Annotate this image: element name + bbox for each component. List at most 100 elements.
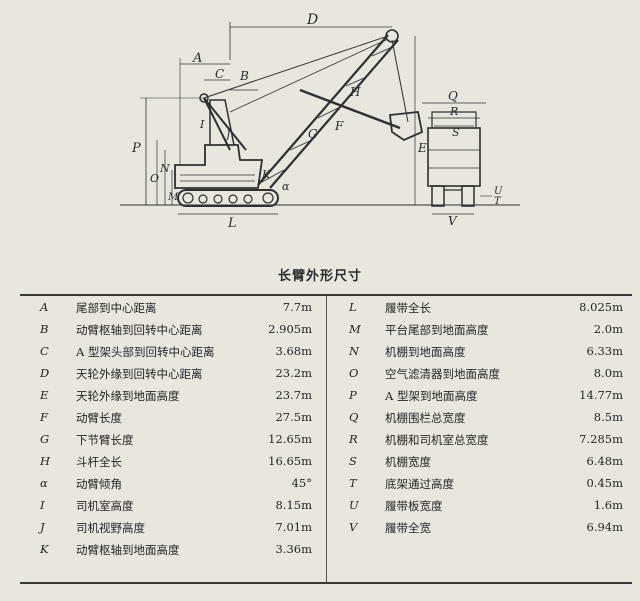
boom [257, 34, 399, 189]
label-j: J [224, 128, 231, 141]
dimension-value: 14.77m [579, 388, 623, 402]
machine-house [174, 144, 264, 189]
dimension-code: J [40, 520, 45, 534]
dimension-value: 0.45m [586, 476, 623, 490]
operator-cab [209, 99, 235, 146]
dimension-code: Q [349, 410, 359, 424]
label-f: F [334, 119, 344, 133]
dimension-name: 平台尾部到地面高度 [385, 323, 489, 337]
dimension-code: A [40, 300, 49, 314]
dimension-code: P [349, 388, 357, 402]
label-h: H [349, 85, 361, 99]
dimension-name: 动臂枢轴到回转中心距离 [76, 323, 203, 337]
label-b: B [239, 69, 249, 83]
dimension-name: 履带板宽度 [385, 499, 443, 513]
track-rollers [182, 192, 274, 204]
dimension-name: 天轮外缘到地面高度 [76, 389, 180, 403]
table-row: M 平台尾部到地面高度 2.0m [327, 318, 633, 340]
dimension-code: H [40, 454, 51, 468]
boom-suspension-rope [203, 35, 389, 99]
dimension-name: A 型架到地面高度 [385, 389, 478, 403]
label-s: S [452, 126, 460, 139]
dimension-code: U [349, 498, 359, 512]
dimension-value: 6.94m [586, 520, 623, 534]
dimension-value: 23.2m [275, 366, 312, 380]
dimension-name: 尾部到中心距离 [76, 301, 157, 315]
dipper-bucket [388, 111, 424, 142]
dimension-name: 司机室高度 [76, 499, 134, 513]
label-p: P [131, 141, 141, 156]
dimension-value: 1.6m [593, 498, 623, 512]
dimension-code: N [349, 344, 360, 358]
label-n: N [159, 162, 170, 175]
dimension-name: 空气滤清器到地面高度 [385, 367, 500, 381]
dimension-value: 23.7m [275, 388, 312, 402]
table-title: 长臂外形尺寸 [277, 269, 362, 284]
dimension-name: 动臂枢轴到地面高度 [76, 543, 180, 557]
table-row: U 履带板宽度 1.6m [327, 494, 633, 516]
label-m: M [167, 192, 179, 203]
table-row: α 动臂倾角 45° [20, 472, 326, 494]
dimension-code: B [40, 322, 49, 336]
dimension-value: 45° [291, 476, 312, 490]
table-row: P A 型架到地面高度 14.77m [327, 384, 633, 406]
dimension-name: 动臂倾角 [76, 477, 122, 491]
label-u: U [494, 186, 503, 197]
table-row: D 天轮外缘到回转中心距离 23.2m [20, 362, 326, 384]
label-a: A [192, 51, 202, 66]
dimension-value: 8.0m [593, 366, 623, 380]
label-l: L [227, 216, 237, 231]
dimension-code: D [40, 366, 50, 380]
dimension-code: α [40, 476, 48, 490]
dimension-name: A 型架头部到回转中心距离 [76, 345, 215, 359]
dimension-code: G [40, 432, 50, 446]
a-frame [203, 97, 247, 151]
dimension-name: 底架通过高度 [385, 477, 454, 491]
dimension-code: O [349, 366, 359, 380]
dimension-value: 7.7m [282, 300, 312, 314]
dimension-name: 机棚宽度 [385, 455, 431, 469]
dimension-value: 12.65m [268, 432, 312, 446]
table-row: S 机棚宽度 6.48m [327, 450, 633, 472]
crawler-track [177, 189, 279, 207]
dimension-name: 机棚和司机室总宽度 [385, 433, 489, 447]
excavator-dimension-drawing: D A C B P O N M I J K α G F H L E Q R S … [120, 12, 520, 231]
table-row: G 下节臂长度 12.65m [20, 428, 326, 450]
label-e: E [417, 141, 427, 155]
dimension-value: 3.36m [275, 542, 312, 556]
label-q: Q [448, 89, 458, 103]
dimension-code: I [40, 498, 45, 512]
dipper-stick [299, 88, 401, 130]
label-o: O [150, 172, 159, 185]
dimension-value: 6.48m [586, 454, 623, 468]
dimension-name: 下节臂长度 [76, 433, 134, 447]
table-row: A 尾部到中心距离 7.7m [20, 296, 326, 318]
front-view [427, 111, 481, 207]
label-v: V [448, 214, 458, 228]
dimension-value: 2.0m [593, 322, 623, 336]
dimension-name: 天轮外缘到回转中心距离 [76, 367, 203, 381]
label-k: K [261, 168, 271, 181]
dimension-value: 8.5m [593, 410, 623, 424]
label-alpha: α [282, 180, 290, 193]
dimension-name: 机棚围栏总宽度 [385, 411, 466, 425]
label-g: G [308, 127, 318, 141]
dimension-name: 动臂长度 [76, 411, 122, 425]
label-d: D [306, 12, 318, 28]
table-row: O 空气滤清器到地面高度 8.0m [327, 362, 633, 384]
dimension-code: S [349, 454, 357, 468]
dimension-code: M [349, 322, 361, 336]
